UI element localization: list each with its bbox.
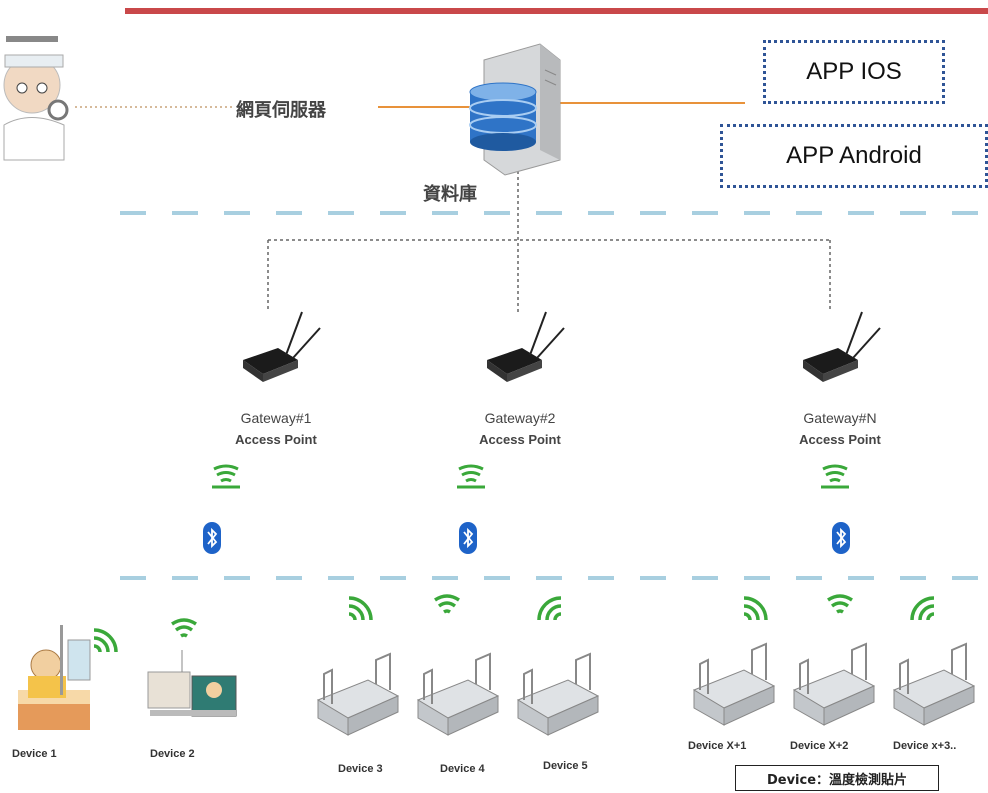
hospital-bed-icon-x1	[692, 642, 776, 726]
hospital-bed-icon-x2	[792, 642, 876, 726]
web-server-label: 網頁伺服器	[236, 100, 326, 121]
gateway-n-name: Gateway#N	[803, 410, 877, 426]
bluetooth-icon-n	[832, 522, 850, 554]
device-legend-text: Device：溫度檢測貼片	[766, 772, 908, 788]
device-wifi-icon-x2	[827, 594, 853, 614]
device-wifi-icon-x1	[743, 596, 768, 621]
doctor-icon	[3, 36, 69, 161]
gateway-wifi-icon-1	[212, 464, 240, 489]
bluetooth-icon-2	[459, 522, 477, 554]
gateway-1-name: Gateway#1	[240, 410, 312, 426]
device-1-label: Device 1	[12, 748, 57, 760]
device-x3-label: Device x+3..	[893, 740, 957, 752]
router-icon-n	[803, 311, 881, 382]
device-wifi-icon-1	[93, 628, 118, 653]
app-android-box: APP Android	[720, 124, 988, 188]
router-icon-2	[487, 311, 565, 382]
app-ios-box: APP IOS	[763, 40, 945, 104]
monitor-station-icon	[147, 650, 237, 717]
gateway-2-sub: Access Point	[479, 432, 561, 447]
top-accent-bar	[125, 8, 988, 14]
device-wifi-icon-x3	[910, 596, 935, 621]
device-legend: Device：溫度檢測貼片	[735, 765, 939, 791]
router-icon-1	[243, 311, 321, 382]
hospital-bed-icon-x3	[892, 642, 976, 726]
gateway-1-sub: Access Point	[235, 432, 317, 447]
device-2-label: Device 2	[150, 748, 195, 760]
device-wifi-icon-3	[348, 596, 373, 621]
gateway-wifi-icon-n	[821, 464, 849, 489]
hospital-bed-icon-3	[316, 652, 400, 736]
device-wifi-icon-5	[537, 596, 562, 621]
gateway-n-sub: Access Point	[799, 432, 881, 447]
device-wifi-icon-4	[434, 594, 460, 614]
device-x1-label: Device X+1	[688, 740, 747, 752]
database-label: 資料庫	[423, 184, 477, 205]
bluetooth-icon-1	[203, 522, 221, 554]
database-icon	[469, 82, 537, 151]
device-5-label: Device 5	[543, 760, 588, 772]
gateway-2-name: Gateway#2	[484, 410, 556, 426]
hospital-bed-icon-4	[416, 652, 500, 736]
app-ios-label: APP IOS	[806, 58, 902, 85]
patient-bed-icon	[18, 625, 91, 730]
device-3-label: Device 3	[338, 763, 383, 775]
hospital-bed-icon-5	[516, 652, 600, 736]
device-x2-label: Device X+2	[790, 740, 849, 752]
device-wifi-icon-2	[171, 618, 197, 638]
app-android-label: APP Android	[786, 142, 922, 169]
gateway-wifi-icon-2	[457, 464, 485, 489]
device-4-label: Device 4	[440, 763, 485, 775]
